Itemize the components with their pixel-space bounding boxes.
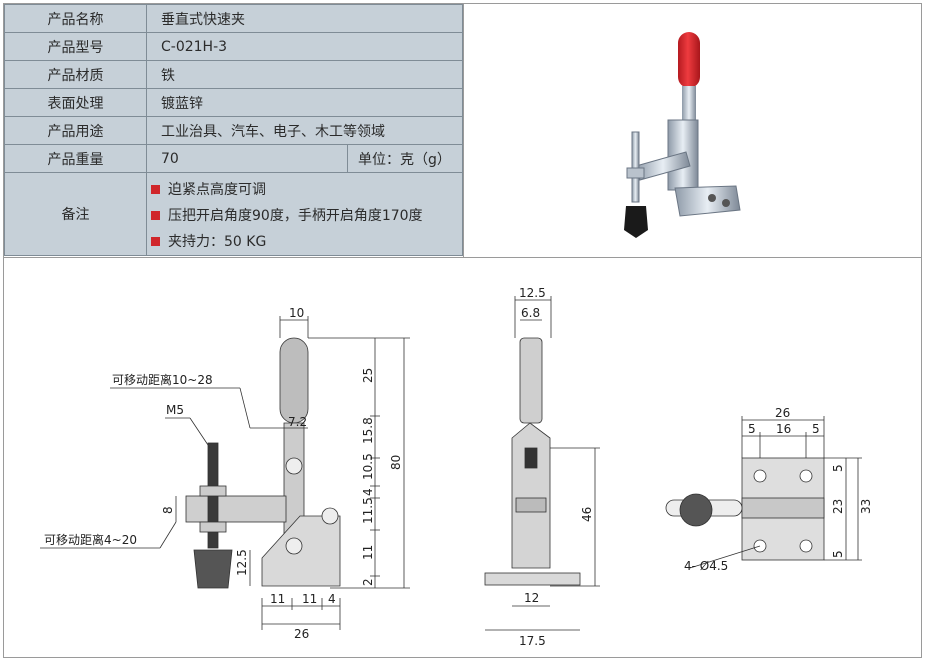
spec-key: 产品用途: [4, 116, 147, 145]
dim-label: 6.8: [521, 306, 540, 320]
product-photo: [624, 32, 741, 238]
remark-text: 夹持力：50 KG: [168, 234, 267, 250]
dim-label: 5: [812, 422, 820, 436]
dim-label: 33: [859, 499, 873, 514]
dim-label: 26: [775, 406, 790, 420]
side-pivot: [285, 537, 303, 555]
dim-label: 11.5: [361, 497, 375, 524]
square-bullet-icon: [151, 237, 160, 246]
dim-label: 11: [270, 592, 285, 606]
spec-value: C-021H-3: [146, 32, 463, 61]
front-spindle: [524, 447, 538, 469]
spec-key: 备注: [4, 172, 147, 256]
handle-arm: [682, 86, 696, 126]
spec-unit: 单位：克（g）: [347, 144, 463, 173]
column-divider: [463, 3, 464, 257]
spec-value: 铁: [146, 60, 463, 89]
side-pivot: [321, 507, 339, 525]
mount-hole: [708, 194, 716, 202]
dim-label: 5: [831, 464, 845, 472]
front-handle: [519, 337, 543, 424]
dim-label: 8: [161, 506, 175, 514]
red-handle-grip: [678, 32, 700, 88]
dim-label: 16: [776, 422, 791, 436]
spec-value: 70: [146, 144, 348, 173]
dim-label: 11: [302, 592, 317, 606]
spec-row: 表面处理 镀蓝锌: [4, 88, 463, 117]
dim-label: 26: [294, 627, 309, 641]
dim-label: 10.5: [361, 453, 375, 480]
front-base: [484, 572, 581, 586]
dim-label: 11: [361, 545, 375, 560]
hole-callout: 4- Ø4.5: [684, 559, 728, 573]
travel-label: 可移动距离4~20: [44, 532, 137, 547]
spec-table: 产品名称 垂直式快速夹 产品型号 C-021H-3 产品材质 铁 表面处理 镀蓝…: [4, 4, 463, 256]
dim-label: 12.5: [519, 286, 546, 300]
spec-row: 产品型号 C-021H-3: [4, 32, 463, 61]
side-rubber-tip: [193, 549, 233, 589]
spec-row-remark: 备注 迫紧点高度可调 压把开启角度90度，手柄开启角度170度 夹持力：50 K…: [4, 172, 463, 256]
plan-hole: [799, 469, 813, 483]
dim-label: 7.2: [288, 415, 307, 429]
dim-label: 5: [748, 422, 756, 436]
dim-label: 10: [289, 306, 304, 320]
remark-cell: 迫紧点高度可调 压把开启角度90度，手柄开启角度170度 夹持力：50 KG: [146, 172, 463, 256]
dim-label: 46: [580, 507, 594, 522]
dim-label: 4: [361, 488, 375, 496]
remark-item: 压把开启角度90度，手柄开启角度170度: [151, 203, 462, 229]
plan-arm: [741, 497, 825, 519]
base-plate: [674, 185, 741, 217]
spec-row: 产品用途 工业治具、汽车、电子、木工等领域: [4, 116, 463, 145]
dim-label: 2: [361, 578, 375, 586]
remark-list: 迫紧点高度可调 压把开启角度90度，手柄开启角度170度 夹持力：50 KG: [147, 173, 462, 255]
spec-row: 产品重量 70 单位：克（g）: [4, 144, 463, 173]
side-base: [261, 515, 341, 587]
dim-label: 80: [389, 455, 403, 470]
plan-rubber-tip: [679, 493, 713, 527]
dim-label: 25: [361, 368, 375, 383]
remark-item: 迫紧点高度可调: [151, 177, 462, 203]
plan-hole: [799, 539, 813, 553]
dim-label: 17.5: [519, 634, 546, 648]
product-card: [3, 3, 922, 658]
dim-label: 12: [524, 591, 539, 605]
side-nut: [199, 485, 227, 497]
spec-value: 工业治具、汽车、电子、木工等领域: [146, 116, 463, 145]
square-bullet-icon: [151, 185, 160, 194]
dim-label: 12.5: [235, 549, 249, 576]
side-clamp-bar: [185, 495, 287, 523]
remark-text: 迫紧点高度可调: [168, 182, 266, 198]
front-body: [511, 422, 551, 569]
technical-drawing: 10 25 7.2 15.8 10.5 4 11.5 11 2 80 8 12.…: [40, 286, 873, 648]
hex-nut: [626, 167, 645, 179]
mount-hole: [722, 199, 730, 207]
spec-row: 产品名称 垂直式快速夹: [4, 4, 463, 33]
remark-text: 压把开启角度90度，手柄开启角度170度: [168, 208, 423, 224]
spec-value: 镀蓝锌: [146, 88, 463, 117]
remark-item: 夹持力：50 KG: [151, 229, 462, 255]
side-nut: [199, 521, 227, 533]
side-handle: [279, 337, 309, 424]
plan-hole: [753, 469, 767, 483]
section-divider: [3, 257, 922, 258]
dim-label: 5: [831, 550, 845, 558]
spec-key: 产品材质: [4, 60, 147, 89]
spec-key: 产品重量: [4, 144, 147, 173]
spec-key: 产品名称: [4, 4, 147, 33]
spec-key: 产品型号: [4, 32, 147, 61]
rubber-tip: [624, 206, 648, 238]
side-pivot: [285, 457, 303, 475]
dim-label: 15.8: [361, 417, 375, 444]
travel-label: 可移动距离10~28: [112, 372, 213, 387]
spec-key: 表面处理: [4, 88, 147, 117]
square-bullet-icon: [151, 211, 160, 220]
dim-label: 4: [328, 592, 336, 606]
dim-label: 23: [831, 499, 845, 514]
spec-value: 垂直式快速夹: [146, 4, 463, 33]
front-nut: [515, 497, 547, 513]
spindle-bolt: [631, 131, 640, 203]
spec-row: 产品材质 铁: [4, 60, 463, 89]
thread-label: M5: [166, 403, 184, 417]
